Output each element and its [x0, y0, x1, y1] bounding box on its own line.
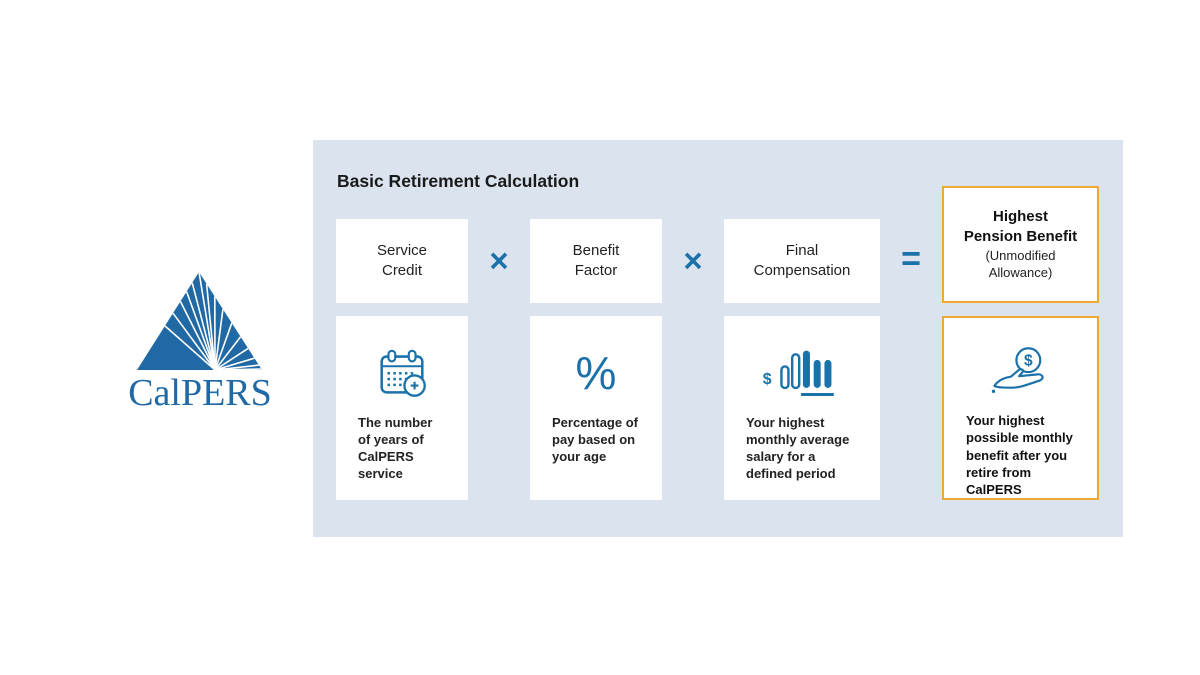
benefit-factor-detail-box: % Percentage of pay based on your age: [530, 316, 662, 500]
percent-icon: %: [575, 347, 617, 399]
equals-operator: =: [901, 240, 921, 278]
highest-pension-benefit-box: Highest Pension Benefit (Unmodified Allo…: [942, 186, 1099, 303]
multiply-operator: ×: [683, 242, 703, 279]
final-compensation-box: Final Compensation: [724, 219, 880, 303]
service-credit-box: Service Credit: [336, 219, 468, 303]
service-credit-description: The number of years of CalPERS service: [358, 415, 433, 482]
final-compensation-label: Final Compensation: [753, 241, 851, 279]
hand-coin-icon: $: [991, 347, 1044, 394]
bar-chart-dollar-icon: $: [763, 350, 834, 396]
calpers-wordmark: CalPERS: [128, 372, 272, 414]
benefit-factor-box: Benefit Factor: [530, 219, 662, 303]
calendar-plus-icon: [380, 349, 426, 397]
svg-text:$: $: [1023, 353, 1032, 370]
basic-retirement-calculation-panel: Basic Retirement Calculation Service Cre…: [313, 140, 1123, 537]
benefit-factor-description: Percentage of pay based on your age: [552, 415, 638, 465]
calpers-logo: CalPERS: [128, 270, 272, 413]
multiply-operator: ×: [489, 242, 509, 279]
benefit-factor-label: Benefit Factor: [572, 241, 620, 279]
highest-pension-benefit-detail-box: $ Your highest possible monthly benefit …: [942, 316, 1099, 500]
highest-pension-benefit-description: Your highest possible monthly benefit af…: [966, 413, 1073, 497]
svg-text:$: $: [763, 371, 772, 388]
final-compensation-description: Your highest monthly average salary for …: [746, 415, 850, 482]
unmodified-allowance-sublabel: (Unmodified Allowance): [985, 248, 1056, 281]
panel-title: Basic Retirement Calculation: [337, 171, 580, 191]
highest-pension-benefit-label: Highest Pension Benefit: [963, 207, 1078, 246]
service-credit-label: Service Credit: [376, 241, 428, 279]
final-compensation-detail-box: $ Your highest monthly average salary fo…: [724, 316, 880, 500]
calpers-triangle-rays-icon: [137, 272, 262, 370]
service-credit-detail-box: The number of years of CalPERS service: [336, 316, 468, 500]
